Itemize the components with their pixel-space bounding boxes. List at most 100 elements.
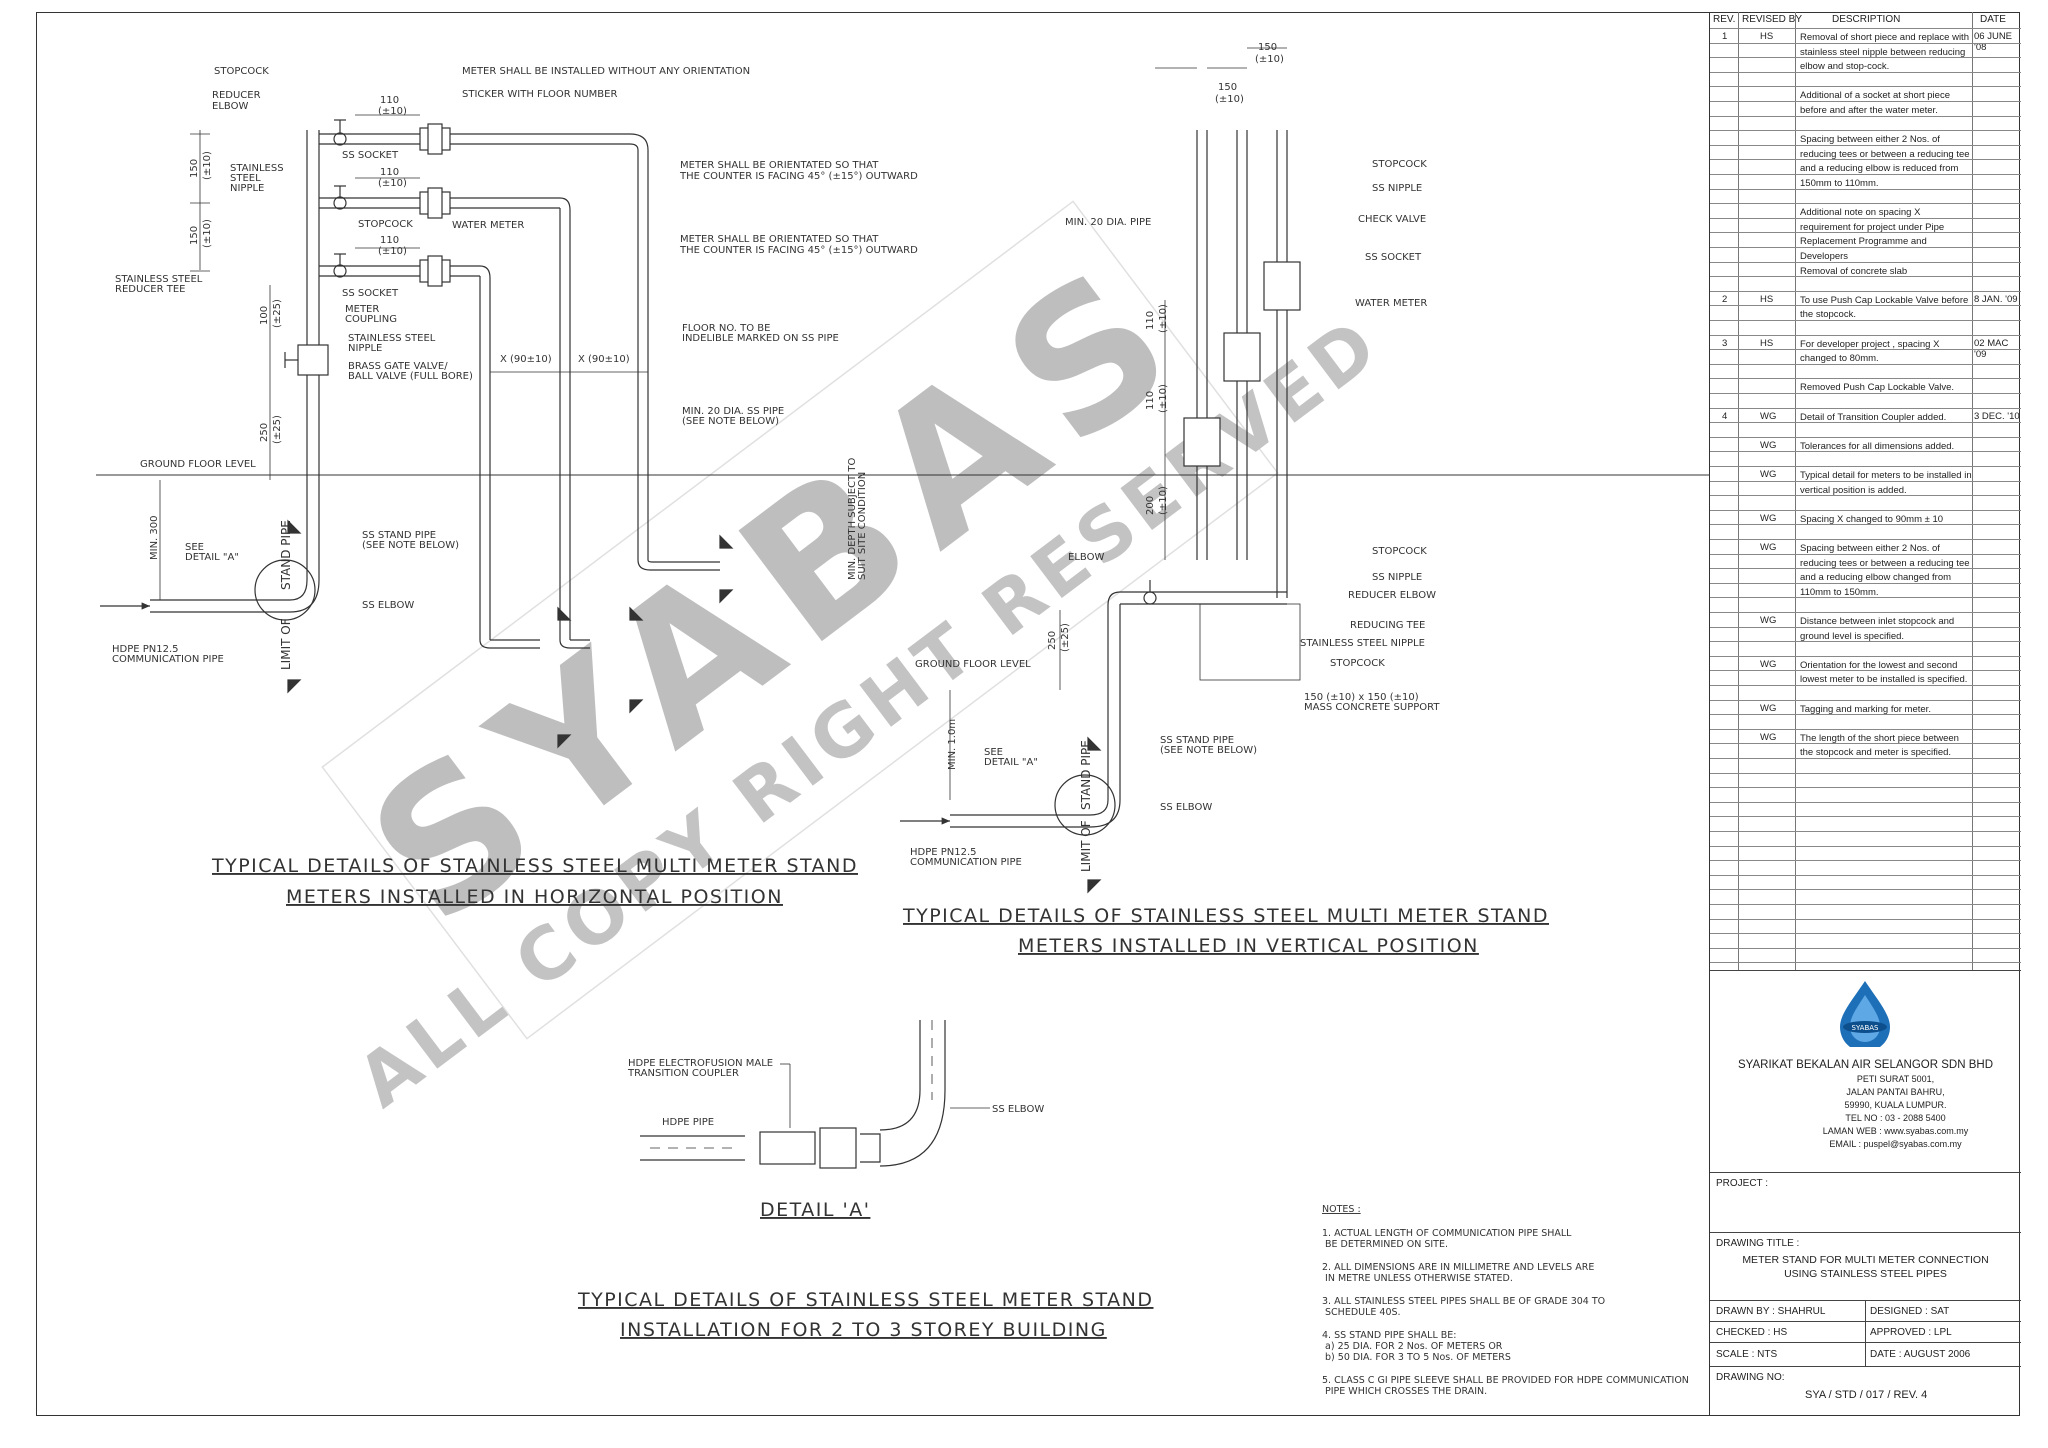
- grid-line: [1710, 670, 2021, 672]
- revision-date: 06 JUNE '08: [1974, 31, 2013, 53]
- grid-line: [1710, 174, 2021, 175]
- company-address: PETI SURAT 5001, JALAN PANTAI BAHRU, 599…: [1770, 1073, 2021, 1151]
- dim-x-2: X (90±10): [578, 354, 630, 365]
- dim-150-b: 150: [189, 226, 200, 245]
- v-label-ss-stand-pipe: SS STAND PIPE(SEE NOTE BELOW): [1160, 735, 1257, 756]
- revision-number: 4: [1722, 410, 1728, 422]
- grid-line: [1710, 334, 2021, 336]
- grid-line: [1710, 130, 2021, 132]
- grid-line: [1710, 845, 2021, 847]
- company-line: EMAIL : puspel@syabas.com.my: [1829, 1139, 1962, 1149]
- revision-number: 1: [1722, 31, 1728, 42]
- grid-line: [1710, 363, 2021, 365]
- revision-description: Typical detail for meters to be installe…: [1800, 470, 1972, 496]
- note-item: 1. ACTUAL LENGTH OF COMMUNICATION PIPE S…: [1322, 1228, 1572, 1250]
- detail-a-drawing: [640, 1020, 990, 1169]
- grid-line: [1710, 568, 2021, 570]
- grid-line: [1710, 860, 2021, 862]
- drawing-title-line: USING STAINLESS STEEL PIPES: [1784, 1268, 1947, 1280]
- grid-line: [1710, 524, 2021, 526]
- company-name: SYARIKAT BEKALAN AIR SELANGOR SDN BHD: [1738, 1059, 1993, 1071]
- label-ground-floor: GROUND FLOOR LEVEL: [140, 459, 256, 470]
- grid-line: [1710, 407, 2021, 409]
- revision-date: 3 DEC. '10: [1974, 410, 2020, 422]
- revision-description: Detail of Transition Coupler added.: [1800, 411, 1947, 423]
- revision-date: 8 JAN. '09: [1974, 293, 2018, 305]
- v-label-water-meter: WATER METER: [1355, 298, 1427, 309]
- label-stopcock: STOPCOCK: [214, 66, 269, 77]
- label-min20: MIN. 20 DIA. SS PIPE(SEE NOTE BELOW): [682, 406, 784, 427]
- revision-header: REV. REVISED BY DESCRIPTION DATE: [1710, 12, 2021, 29]
- grid-line: [1710, 71, 2021, 73]
- v-label-check-valve: CHECK VALVE: [1358, 214, 1426, 225]
- dim-min300: MIN. 300: [149, 515, 160, 560]
- v-dim-250-tol: (±25): [1060, 623, 1071, 652]
- revision-description: Spacing between either 2 Nos. of reducin…: [1800, 543, 1970, 598]
- company-info: SYARIKAT BEKALAN AIR SELANGOR SDN BHD PE…: [1710, 1059, 2021, 1151]
- note-item: 3. ALL STAINLESS STEEL PIPES SHALL BE OF…: [1322, 1296, 1605, 1318]
- drawing-title-block: DRAWING TITLE : METER STAND FOR MULTI ME…: [1710, 1232, 2021, 1301]
- revised-by: WG: [1760, 410, 1777, 422]
- grid-line: [1710, 582, 2021, 584]
- v-dim-150-a-tol: (±10): [1255, 54, 1284, 65]
- revised-by: WG: [1760, 512, 1777, 524]
- grid-line: [1710, 101, 2021, 102]
- revision-description: Spacing X changed to 90mm ± 10: [1800, 513, 1944, 525]
- label-stand-pipe: STAND PIPE: [279, 520, 293, 590]
- rev-header-rev: REV.: [1713, 14, 1736, 25]
- drawing-title: METER STAND FOR MULTI METER CONNECTION U…: [1710, 1253, 2021, 1281]
- v-label-min20: MIN. 20 DIA. PIPE: [1065, 217, 1151, 228]
- grid-line: [1710, 743, 2021, 745]
- note-item: 4. SS STAND PIPE SHALL BE: a) 25 DIA. FO…: [1322, 1330, 1511, 1363]
- revision-description: Tolerances for all dimensions added.: [1800, 440, 1955, 452]
- v-label-stopcock-2: STOPCOCK: [1372, 546, 1427, 557]
- grid-line: [1710, 831, 2021, 832]
- v-label-elbow: ELBOW: [1068, 552, 1104, 563]
- drawing-no: SYA / STD / 017 / REV. 4: [1805, 1389, 1928, 1401]
- grid-line: [1710, 290, 2021, 292]
- v-dim-110-b: 110: [1145, 391, 1156, 410]
- grid-line: [1710, 685, 2021, 686]
- grid-line: [1710, 787, 2021, 789]
- v-label-ss-nipple-2: SS NIPPLE: [1372, 572, 1422, 583]
- grid-line: [1710, 962, 2021, 964]
- storey-title-1: TYPICAL DETAILS OF STAINLESS STEEL METER…: [577, 1289, 1153, 1311]
- grid-line: [1710, 232, 2021, 234]
- grid-line: [1710, 539, 2021, 540]
- label-meter-no-orientation: METER SHALL BE INSTALLED WITHOUT ANY ORI…: [462, 66, 750, 77]
- dim-150-a-tol: (±10): [202, 151, 213, 180]
- drawing-frame: [36, 12, 2020, 1416]
- grid-line: [1710, 86, 2021, 88]
- company-line: LAMAN WEB : www.syabas.com.my: [1822, 1126, 1969, 1136]
- drawn-by: DRAWN BY : SHAHRUL: [1716, 1306, 1826, 1317]
- v-dim-150-b: 150: [1218, 82, 1237, 93]
- grid-line: [1710, 349, 2021, 351]
- revision-number: 3: [1722, 337, 1728, 349]
- grid-line: [1710, 144, 2021, 146]
- company-line: PETI SURAT 5001,: [1856, 1074, 1935, 1084]
- revised-by: WG: [1760, 542, 1777, 553]
- revised-by: HS: [1760, 293, 1774, 305]
- drawing-title-line: METER STAND FOR MULTI METER CONNECTION: [1742, 1254, 1989, 1266]
- v-label-stopcock-3: STOPCOCK: [1330, 658, 1385, 669]
- designed-by: DESIGNED : SAT: [1870, 1306, 1950, 1317]
- label-limit-of: LIMIT OF: [279, 618, 293, 670]
- project-block: PROJECT :: [1710, 1172, 2021, 1233]
- revision-number: 2: [1722, 293, 1728, 305]
- grid-line: [1710, 203, 2021, 205]
- detail-label-ss-elbow: SS ELBOW: [992, 1104, 1044, 1115]
- company-divider: [1710, 970, 2021, 971]
- v-dim-200: 200: [1145, 496, 1156, 515]
- grid-line: [1710, 728, 2021, 730]
- rev-col-line: [1795, 12, 1796, 970]
- scale: SCALE : NTS: [1716, 1349, 1778, 1360]
- grid-line: [1710, 466, 2021, 467]
- checked-by: CHECKED : HS: [1716, 1327, 1788, 1338]
